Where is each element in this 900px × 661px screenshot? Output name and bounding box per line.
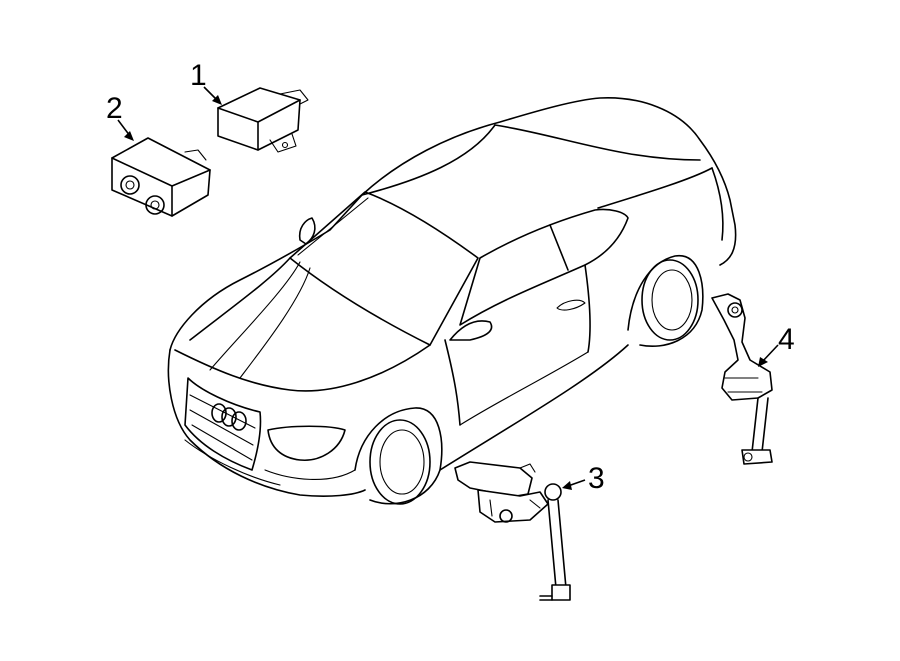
car-illustration <box>167 97 737 505</box>
part-2-control-module <box>111 137 211 217</box>
callout-label-1: 1 <box>190 59 207 92</box>
callout-label-4: 4 <box>778 323 795 356</box>
callout-1: 1 <box>190 59 222 105</box>
callout-label-2: 2 <box>106 92 123 125</box>
part-4-level-sensor <box>711 293 773 465</box>
callout-3: 3 <box>562 462 605 495</box>
callout-label-3: 3 <box>588 462 605 495</box>
part-1-control-module <box>217 87 309 153</box>
part-3-level-sensor <box>454 461 571 601</box>
callout-4: 4 <box>758 323 795 367</box>
callout-2: 2 <box>106 92 134 141</box>
